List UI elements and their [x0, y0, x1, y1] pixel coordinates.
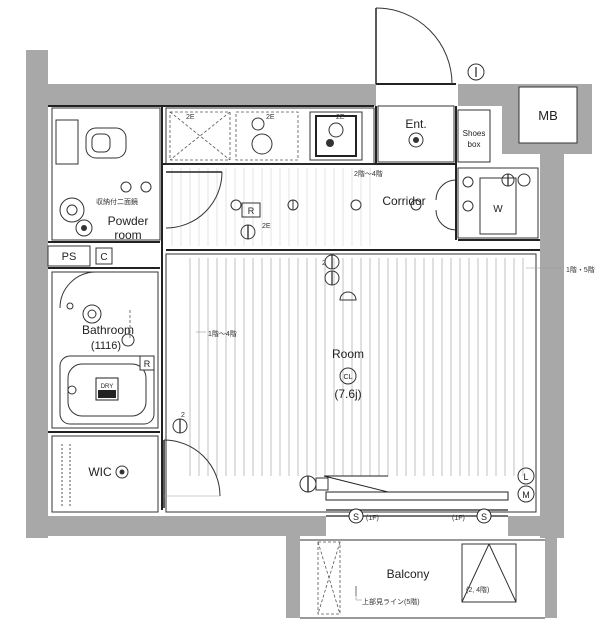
symbol-2-room: 2: [322, 260, 326, 267]
mb-box: [518, 86, 578, 144]
symbol-2e-corridor: 2E: [262, 223, 271, 230]
label-room: Room: [332, 347, 364, 361]
bathroom-door: [59, 271, 135, 347]
label-bathroom-size: (1116): [91, 340, 121, 352]
corridor-door: [165, 171, 223, 229]
label-balcony: Balcony: [387, 567, 430, 581]
symbol-l: L: [523, 472, 528, 482]
note-s-left: (1F): [366, 515, 379, 522]
wall-east: [540, 150, 564, 538]
closet-doors: [435, 166, 457, 238]
s-markers: [348, 508, 492, 524]
label-room-size: (7.6j): [334, 387, 361, 401]
room-fixtures: [172, 254, 357, 493]
bath-r-box: [139, 355, 155, 371]
room-flooring: [171, 168, 524, 476]
toilet-icon: [55, 119, 127, 165]
note-sink: 収納付二面鏡: [96, 197, 138, 206]
label-powder-1: Powder: [108, 214, 149, 228]
wall-balcony-left: [286, 536, 300, 618]
label-c: C: [100, 252, 107, 263]
wic-door: [163, 439, 221, 508]
c-box: [95, 247, 113, 265]
label-washer: W: [493, 204, 503, 215]
symbol-s-left: S: [353, 512, 359, 522]
wall-south-right: [508, 516, 564, 536]
note-s-right: (1F): [452, 515, 465, 522]
symbol-r-bath: R: [144, 359, 151, 369]
l-m-symbols: [517, 467, 535, 503]
note-corridor-floors: 2階～4階: [354, 169, 383, 178]
corridor-fixtures: [230, 199, 422, 240]
labels: MB Ent. Shoes box Corridor Powder room P…: [62, 108, 595, 606]
label-corridor: Corridor: [382, 194, 425, 208]
label-wic: WIC: [88, 465, 112, 479]
symbol-2-wic: 2: [181, 412, 185, 419]
sink-icon: [59, 197, 93, 237]
balcony: [300, 539, 545, 619]
note-balcony-line: 上部見ライン(5階): [362, 597, 420, 606]
label-ps: PS: [62, 251, 77, 263]
symbol-r-corridor: R: [248, 206, 255, 216]
kitchen-counter: [169, 111, 363, 161]
wall-south: [26, 516, 326, 536]
exterior-walls: [26, 50, 592, 618]
symbol-m: M: [522, 490, 530, 500]
label-shoes-box-2: box: [468, 140, 481, 149]
note-east-floors: 1階・5階: [566, 265, 595, 274]
wall-west: [26, 50, 48, 538]
interior-walls: [48, 83, 540, 510]
label-room-cl: CL: [344, 374, 353, 381]
symbol-2e-kitchen-1: 2E: [186, 114, 195, 121]
note-balcony-floors: (2, 4階): [466, 585, 489, 594]
entrance-door: [375, 7, 455, 163]
label-mb: MB: [538, 108, 558, 123]
label-bathroom: Bathroom: [82, 323, 134, 337]
powder-room-lights: [120, 181, 152, 193]
wall-balcony-right: [545, 536, 557, 618]
washer-area: [462, 173, 531, 235]
zone-borders: [51, 107, 539, 513]
note-room-floors: 1階～4階: [208, 329, 237, 338]
symbol-2e-kitchen-3: 2E: [336, 114, 345, 121]
ps-box: [47, 245, 91, 267]
symbol-2e-kitchen-2: 2E: [266, 114, 275, 121]
label-powder-2: room: [114, 228, 141, 242]
note-leaders: [196, 267, 562, 601]
bathtub-icon: [59, 355, 155, 425]
label-shoes-box-1: Shoes: [463, 129, 486, 138]
symbol-s-right: S: [481, 512, 487, 522]
label-dryer: DRY: [101, 384, 114, 390]
intercom-symbol: [467, 63, 485, 81]
wic-fixtures: [61, 444, 129, 508]
wall-north-left: [26, 84, 376, 106]
label-entrance: Ent.: [405, 117, 426, 131]
